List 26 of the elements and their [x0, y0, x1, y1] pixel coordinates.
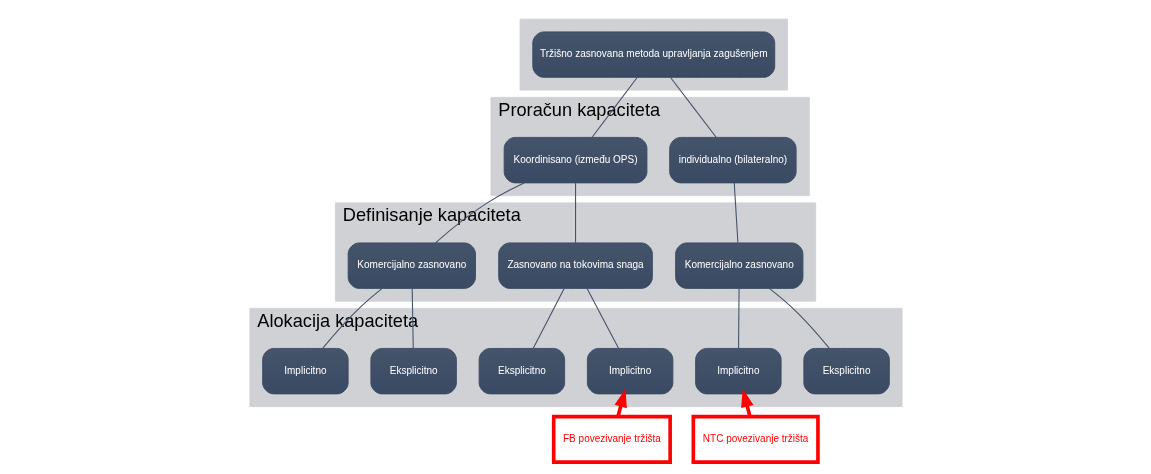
node-box: Zasnovano na tokovima snaga — [497, 242, 653, 289]
connector — [532, 288, 565, 349]
node-box: Eksplicitno — [478, 347, 565, 395]
connector — [574, 182, 576, 244]
node-box: Implicitno — [694, 347, 782, 395]
connector — [434, 182, 525, 244]
node-box: Eksplicitno — [802, 347, 890, 395]
cluster — [519, 18, 788, 91]
node-box: NTC povezivanje tržišta — [691, 414, 820, 464]
node-box: Implicitno — [586, 347, 673, 395]
connector — [669, 77, 717, 138]
node-box: Koordinisano (između OPS) — [503, 136, 647, 184]
node-box: FB povezivanje tržišta — [551, 414, 672, 464]
node-box: Komercijalno zasnovano — [347, 242, 476, 289]
connector — [737, 288, 740, 349]
connector — [321, 287, 383, 349]
node-box: Implicitno — [261, 347, 349, 395]
connector — [586, 288, 619, 349]
node-box: Tržišno zasnovana metoda upravljanja zagušenjem — [531, 31, 775, 78]
connector — [591, 77, 638, 138]
connector — [768, 288, 830, 349]
connector — [411, 288, 414, 349]
node-box: Komercijalno zasnovano — [674, 242, 803, 289]
node-box: individualno (bilateralno) — [668, 136, 797, 184]
connector — [733, 182, 738, 244]
node-box: Eksplicitno — [369, 347, 457, 395]
